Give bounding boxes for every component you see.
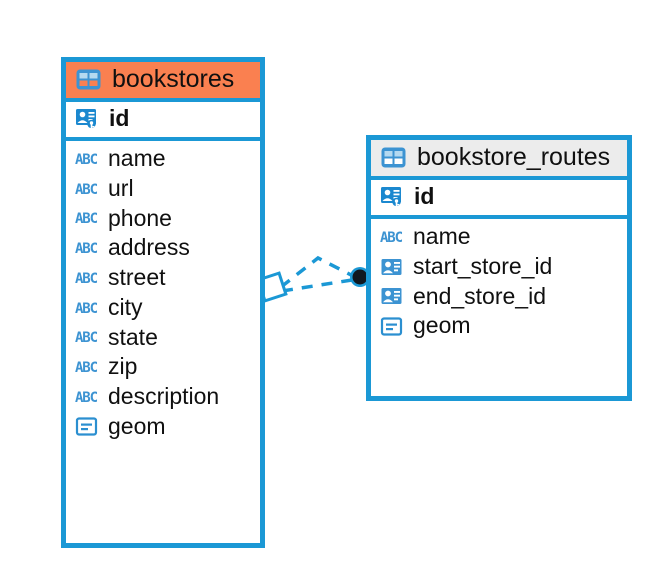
foreign-key-icon xyxy=(381,258,402,275)
abc-text-icon: ABC xyxy=(75,211,98,226)
entity-header: bookstores xyxy=(66,62,260,103)
field-row[interactable]: end_store_id xyxy=(371,282,627,312)
foreign-key-icon xyxy=(381,288,402,305)
abc-text-icon: ABC xyxy=(75,271,98,286)
entity-table-bookstores[interactable]: bookstores id ABC name xyxy=(61,57,265,548)
geometry-icon xyxy=(380,317,403,336)
field-label: street xyxy=(108,264,166,290)
abc-text-icon: ABC xyxy=(75,330,98,345)
field-label: city xyxy=(108,293,143,320)
svg-text:ABC: ABC xyxy=(75,301,98,316)
primary-key-row[interactable]: id xyxy=(66,102,260,141)
field-label: geom xyxy=(413,312,471,339)
entity-title: bookstore_routes xyxy=(417,143,611,171)
abc-text-icon: ABC xyxy=(75,390,98,405)
field-list: ABC name ABC url ABC phone ABC ad xyxy=(66,141,260,447)
table-icon xyxy=(381,147,406,168)
field-label: description xyxy=(108,383,220,409)
svg-text:ABC: ABC xyxy=(75,330,98,345)
field-label: geom xyxy=(108,412,166,439)
field-row[interactable]: ABC street xyxy=(66,263,260,293)
abc-text-icon: ABC xyxy=(75,360,98,375)
svg-text:ABC: ABC xyxy=(75,360,98,375)
field-row[interactable]: ABC phone xyxy=(66,204,260,234)
abc-text-icon: ABC xyxy=(75,182,98,197)
svg-text:ABC: ABC xyxy=(75,152,98,167)
field-row[interactable]: ABC city xyxy=(66,293,260,323)
field-label: name xyxy=(413,223,471,249)
field-label: phone xyxy=(108,204,172,231)
abc-text-icon: ABC xyxy=(75,241,98,256)
table-icon xyxy=(76,69,101,90)
entity-table-bookstore-routes[interactable]: bookstore_routes id ABC n xyxy=(366,135,632,401)
abc-text-icon: ABC xyxy=(75,152,98,167)
field-row[interactable]: geom xyxy=(66,412,260,442)
svg-text:ABC: ABC xyxy=(75,271,98,286)
primary-key-label: id xyxy=(414,183,435,210)
svg-text:ABC: ABC xyxy=(75,182,98,197)
svg-text:ABC: ABC xyxy=(75,390,98,405)
svg-text:ABC: ABC xyxy=(75,211,98,226)
svg-text:ABC: ABC xyxy=(75,241,98,256)
field-row[interactable]: ABC zip xyxy=(66,352,260,382)
field-label: end_store_id xyxy=(413,282,546,309)
field-label: zip xyxy=(108,353,138,380)
primary-key-label: id xyxy=(109,105,130,132)
field-row[interactable]: geom xyxy=(371,311,627,341)
field-row[interactable]: ABC url xyxy=(66,174,260,204)
entity-header: bookstore_routes xyxy=(371,140,627,181)
relationship-line-lower xyxy=(281,278,353,293)
primary-key-icon xyxy=(381,186,401,207)
relationship-line-upper xyxy=(279,255,356,289)
abc-text-icon: ABC xyxy=(380,230,403,245)
svg-text:ABC: ABC xyxy=(380,230,403,245)
field-row[interactable]: ABC description xyxy=(66,382,260,412)
field-label: state xyxy=(108,323,158,350)
primary-key-icon xyxy=(76,108,96,129)
field-row[interactable]: start_store_id xyxy=(371,252,627,282)
geometry-icon xyxy=(75,417,98,436)
entity-title: bookstores xyxy=(112,65,235,93)
field-row[interactable]: ABC name xyxy=(371,222,627,252)
field-row[interactable]: ABC address xyxy=(66,233,260,263)
field-label: address xyxy=(108,234,190,261)
field-label: url xyxy=(108,174,134,201)
primary-key-row[interactable]: id xyxy=(371,180,627,219)
field-label: start_store_id xyxy=(413,252,553,279)
field-row[interactable]: ABC name xyxy=(66,144,260,174)
field-list: ABC name start_store_id xyxy=(371,219,627,346)
field-label: name xyxy=(108,145,166,171)
field-row[interactable]: ABC state xyxy=(66,323,260,353)
abc-text-icon: ABC xyxy=(75,301,98,316)
